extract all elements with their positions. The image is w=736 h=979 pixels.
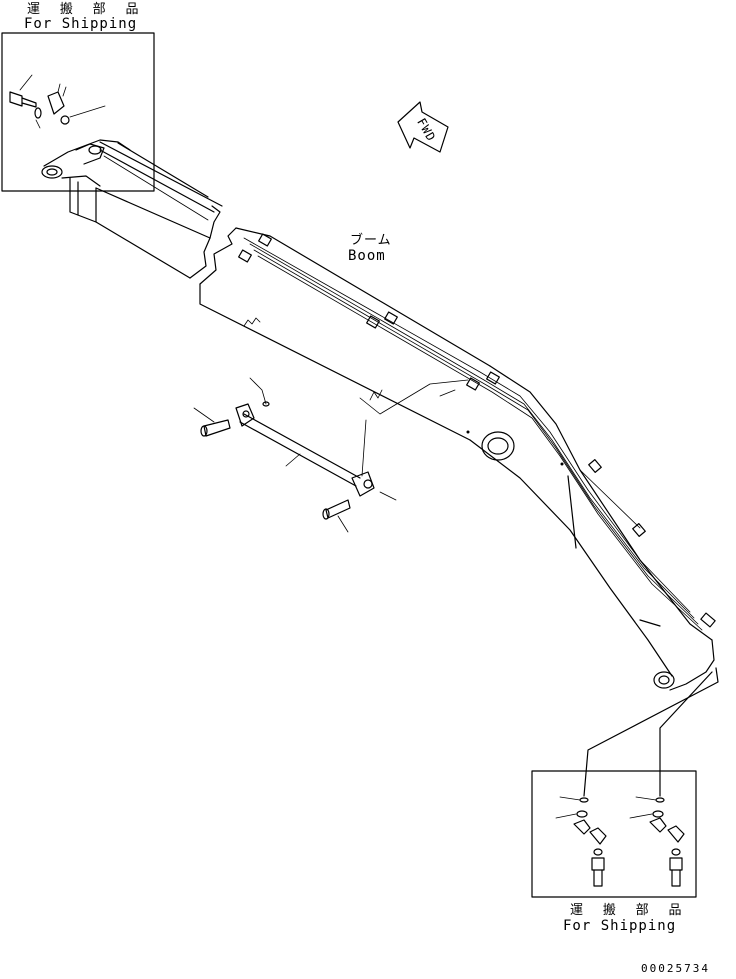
leader-right	[659, 671, 713, 797]
shipping-parts-top	[9, 74, 106, 129]
shipping-label-bottom-en: For Shipping	[563, 918, 677, 934]
boom-label-en: Boom	[348, 248, 386, 264]
shipping-box-bottom	[531, 770, 697, 898]
shipping-label-bottom-jp: 運 搬 部 品	[570, 903, 688, 918]
boom-pin-assembly	[193, 377, 397, 533]
drawing-code: 00025734	[641, 962, 710, 975]
shipping-parts-bottom	[555, 796, 685, 887]
boom-main	[199, 227, 716, 691]
shipping-label-top-en: For Shipping	[24, 16, 138, 32]
boom-label-jp: ブーム	[350, 233, 392, 248]
shipping-label-top-jp: 運 搬 部 品	[27, 2, 145, 17]
leader-left	[583, 667, 719, 797]
fwd-arrow-icon	[397, 101, 449, 153]
boom-tip	[41, 139, 223, 279]
